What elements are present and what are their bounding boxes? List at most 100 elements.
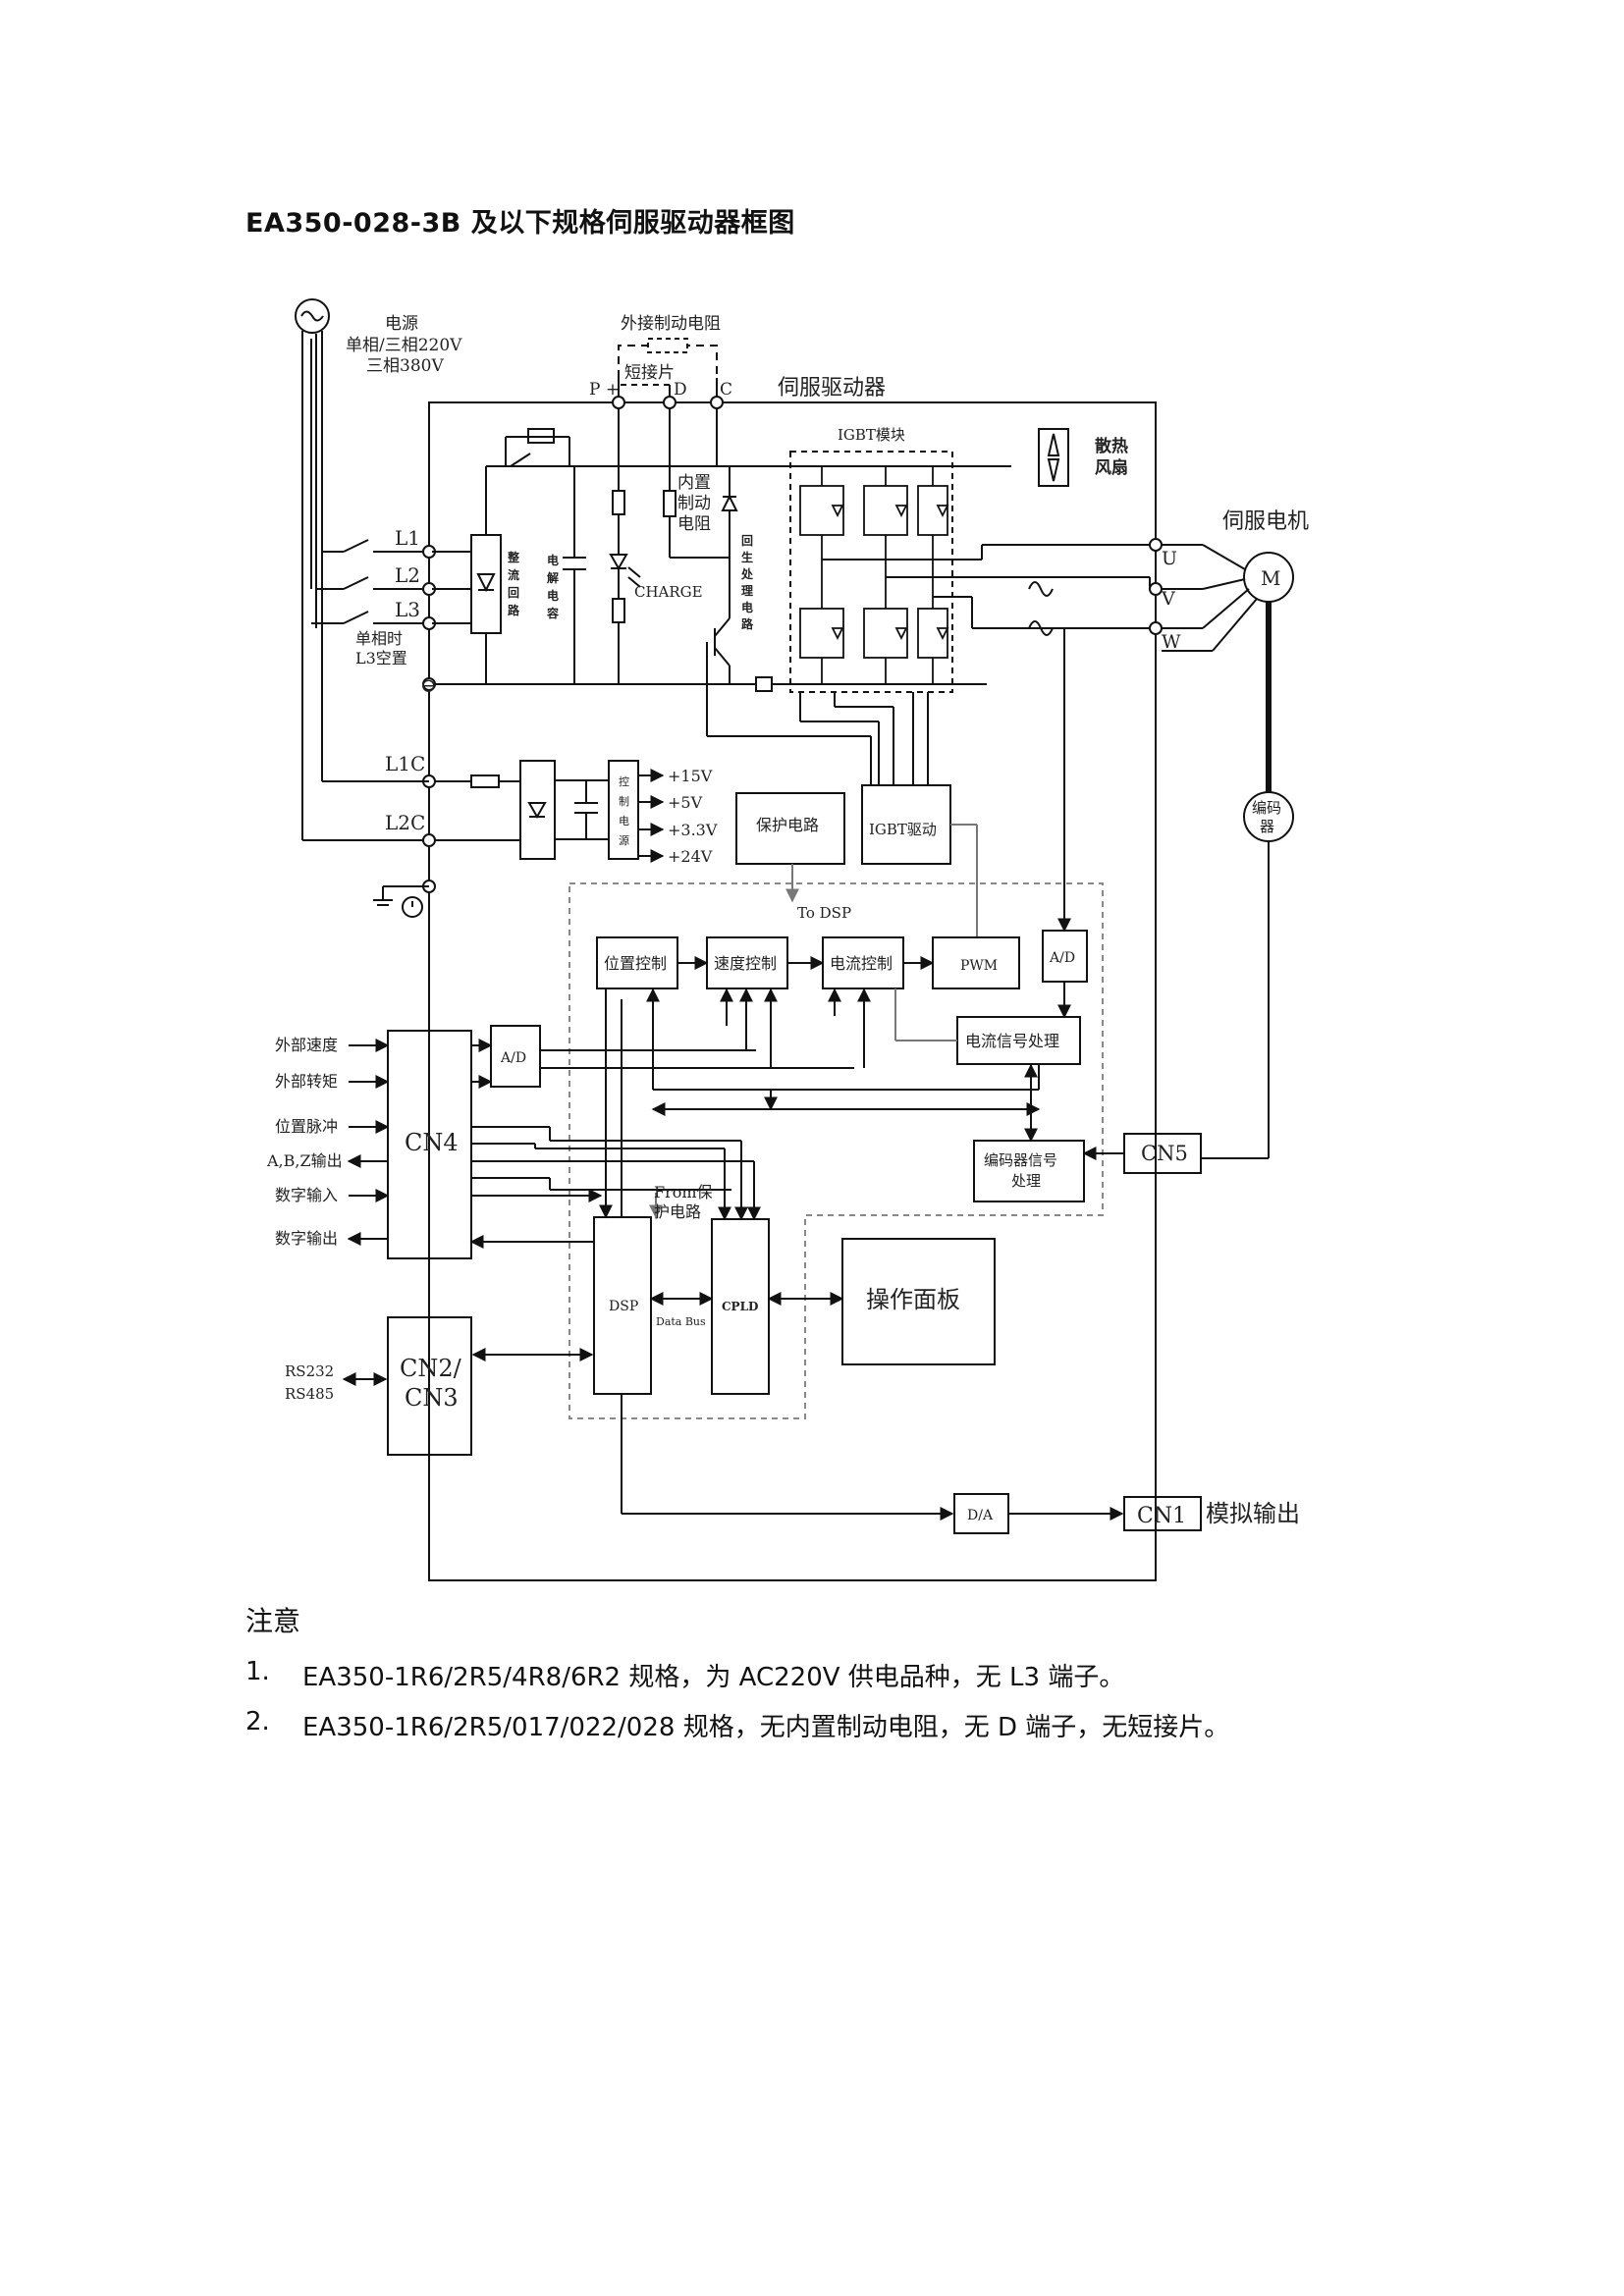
pos-pulse-label: 位置脉冲 [275,1117,338,1136]
notes-heading: 注意 [245,1605,301,1637]
current-sig-label: 电流信号处理 [965,1032,1059,1050]
ext-torque-label: 外部转矩 [275,1072,338,1091]
l2c-label: L2C [385,811,425,834]
cn23-label-1: CN2/ [400,1355,462,1382]
note-number: 2. [245,1707,270,1736]
l1c-label: L1C [385,752,425,775]
rect-char-4: 路 [508,603,520,617]
note-number: 1. [245,1657,270,1686]
regen-char-6: 路 [741,616,754,631]
cap-char-3: 电 [547,588,559,603]
note-text: EA350-1R6/2R5/4R8/6R2 规格，为 AC220V 供电品种，无… [302,1663,1125,1692]
enc-sig-label-2: 处理 [1011,1172,1041,1190]
v5-label: +5V [668,793,703,812]
drive-enclosure [428,401,1157,1581]
protect-circuit-box [735,792,845,865]
fan-label-1: 散热 [1095,436,1128,456]
ctrl-char-1: 控 [619,774,629,788]
igbt-module-label: IGBT模块 [838,426,905,444]
data-bus-label: Data Bus [656,1315,706,1328]
to-dsp-label: To DSP [797,904,851,922]
digital-in-label: 数字输入 [275,1186,338,1204]
pwm-label: PWM [960,958,998,974]
note-item: 1. EA350-1R6/2R5/4R8/6R2 规格，为 AC220V 供电品… [245,1657,1229,1693]
internal-res-label-2: 制动 [677,494,711,513]
internal-res-label-1: 内置 [677,473,711,493]
digital-out-label: 数字输出 [275,1229,338,1248]
v-label: V [1161,588,1175,610]
speed-ctrl-label: 速度控制 [714,954,777,973]
rect-char-1: 整 [507,550,519,564]
c-label: C [720,380,732,400]
dsp-label: DSP [609,1299,638,1314]
p-plus-label: P + [589,380,620,400]
ctrl-char-2: 制 [619,795,629,808]
notes-section: 注意 1. EA350-1R6/2R5/4R8/6R2 规格，为 AC220V … [245,1600,1229,1757]
charge-label: CHARGE [634,583,703,601]
ext-speed-label: 外部速度 [275,1036,338,1054]
pos-ctrl-label: 位置控制 [604,954,667,973]
cn1-label: CN1 [1137,1504,1186,1528]
short-piece-label: 短接片 [624,363,675,383]
w-label: W [1162,631,1181,653]
igbt-drive-label: IGBT驱动 [869,821,937,838]
l2-label: L2 [395,563,420,587]
regen-char-4: 理 [741,584,753,598]
cap-char-1: 电 [547,553,559,567]
encoder-label-2: 器 [1260,818,1274,835]
internal-res-label-3: 电阻 [677,514,711,534]
rs485-label: RS485 [285,1385,334,1403]
ctrl-char-4: 源 [619,833,629,847]
note-item: 2. EA350-1R6/2R5/017/022/028 规格，无内置制动电阻，… [245,1707,1229,1743]
power-label-3: 三相380V [366,356,444,376]
regen-char-5: 电 [741,600,753,614]
rs232-label: RS232 [285,1362,334,1380]
cn23-box [387,1316,472,1456]
fan-label-2: 风扇 [1095,457,1128,478]
power-label-1: 电源 [385,314,418,334]
from-protect-label-2: 护电路 [654,1202,701,1221]
regen-char-3: 处 [740,566,754,581]
drive-label: 伺服驱动器 [778,376,886,400]
regen-char-1: 回 [741,534,753,548]
power-label-2: 单相/三相220V [346,336,462,355]
cap-char-4: 容 [546,606,559,620]
page-title: EA350-028-3B 及以下规格伺服驱动器框图 [245,208,795,239]
motor-label: 伺服电机 [1222,509,1309,534]
single-l3-label-2: L3空置 [355,649,407,667]
encoder-label-1: 编码 [1252,799,1281,817]
single-l3-label-1: 单相时 [355,629,403,648]
cap-char-2: 解 [547,570,559,585]
u-label: U [1162,548,1177,569]
analog-out-label: 模拟输出 [1206,1500,1300,1527]
ad-label: A/D [1049,950,1075,966]
ext-resistor-label: 外接制动电阻 [621,314,721,334]
block-diagram: 电源 单相/三相220V 三相380V 外接制动电阻 短接片 P + D C 伺… [266,298,1309,1581]
v24-label: +24V [668,847,713,866]
rect-char-2: 流 [508,567,519,582]
ctrl-char-3: 电 [619,815,629,828]
note-text: EA350-1R6/2R5/017/022/028 规格，无内置制动电阻，无 D… [302,1713,1230,1742]
d-label: D [674,380,687,400]
from-protect-label-1: From保 [654,1183,713,1201]
cn5-label: CN5 [1141,1142,1188,1165]
v15-label: +15V [668,767,713,785]
panel-label: 操作面板 [866,1286,960,1313]
enc-sig-label-1: 编码器信号 [984,1151,1057,1169]
ad-cn4-label: A/D [500,1050,526,1066]
current-ctrl-label: 电流控制 [830,954,893,973]
motor-m: M [1261,566,1280,590]
ac-source-symbol [295,298,330,334]
abz-out-label: A,B,Z输出 [266,1151,343,1170]
cn23-label-2: CN3 [405,1384,459,1412]
l3-label: L3 [395,598,420,621]
rect-char-3: 回 [508,586,519,600]
regen-char-2: 生 [741,550,753,564]
v33-label: +3.3V [668,821,718,839]
protect-label: 保护电路 [756,816,819,834]
cpld-label: CPLD [722,1300,758,1313]
da-label: D/A [967,1508,994,1523]
l1-label: L1 [395,526,420,550]
cn4-label: CN4 [405,1129,459,1156]
minus-label: ⊖ [420,673,437,697]
